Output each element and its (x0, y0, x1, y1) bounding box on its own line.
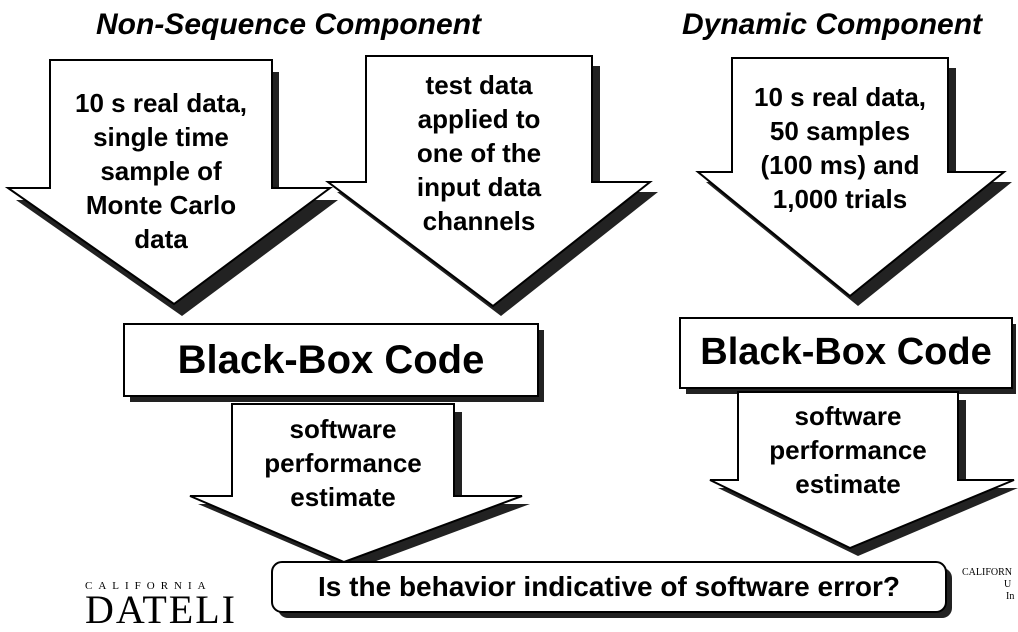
output-arrow-right (709, 391, 1018, 556)
input-arrow-dynamic (695, 57, 1012, 306)
text-line: 10 s real data, (754, 82, 926, 112)
text-line: software (289, 414, 397, 444)
logo-left-small-text: CALIFORNIA (85, 580, 212, 592)
text-line: 50 samples (769, 116, 911, 146)
flow-diagram (4, 55, 1018, 618)
text-line: performance (264, 448, 422, 478)
text-line: channels (422, 206, 536, 236)
logo-left: CALIFORNIA DATELI (85, 580, 245, 630)
text-line: applied to (417, 104, 541, 134)
black-box-left-label: Black-Box Code (177, 338, 485, 382)
logo-right-line: CALIFORN (962, 567, 1013, 578)
question-text: Is the behavior indicative of software e… (318, 571, 900, 602)
text-line: Monte Carlo (85, 190, 237, 220)
logo-right: CALIFORN U In (962, 567, 1018, 607)
logo-right-line: U (1004, 579, 1012, 590)
text-line: single time (93, 122, 229, 152)
black-box-right-label: Black-Box Code (700, 331, 992, 373)
black-box-right (679, 317, 1016, 394)
question-box (271, 561, 952, 618)
text-line: software (794, 401, 902, 431)
logo-left-big-text: DATELI (85, 587, 237, 632)
heading-non-sequence: Non-Sequence Component (96, 8, 482, 41)
text-line: one of the (416, 138, 542, 168)
logo-right-line: In (1006, 591, 1015, 602)
input-arrow-test-data (325, 55, 658, 316)
text-line: input data (416, 172, 542, 202)
heading-dynamic: Dynamic Component (682, 8, 983, 41)
text-line: test data (425, 70, 533, 100)
text-line: (100 ms) and (760, 150, 920, 180)
text-line: sample of (100, 156, 222, 186)
text-line: 1,000 trials (772, 184, 908, 214)
text-line: data (134, 224, 188, 254)
text-line: estimate (795, 469, 901, 499)
output-arrow-left (189, 403, 530, 570)
text-line: performance (769, 435, 927, 465)
input-arrow-monte-carlo (4, 59, 338, 316)
black-box-left (123, 323, 544, 402)
text-line: 10 s real data, (75, 88, 247, 118)
text-line: estimate (290, 482, 396, 512)
